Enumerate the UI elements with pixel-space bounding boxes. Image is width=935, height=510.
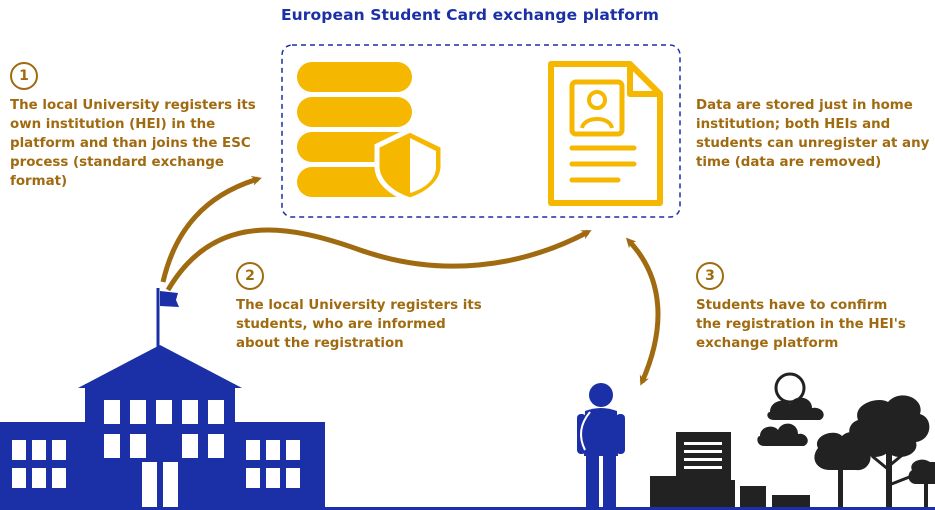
- step-2-number: 2: [236, 262, 264, 290]
- database-shield-icon: [297, 62, 446, 203]
- ground-line: [0, 507, 935, 510]
- step-3-text: Students have to confirm the registratio…: [696, 298, 906, 351]
- arrow-register-institution: [160, 175, 262, 283]
- document-profile-icon: [548, 61, 663, 206]
- city-landscape-icon: [650, 372, 935, 510]
- step-3-number: 3: [696, 262, 724, 290]
- arrow-register-students: [165, 227, 592, 292]
- step-1-text: The local University registers its own i…: [10, 98, 256, 189]
- platform-title: European Student Card exchange platform: [280, 6, 660, 24]
- step-2-text: The local University registers its stude…: [236, 298, 482, 351]
- arrow-confirm-registration: [625, 237, 661, 386]
- platform-box: [281, 44, 681, 218]
- step-1-number: 1: [10, 62, 38, 90]
- student-icon: [577, 383, 625, 510]
- university-building-icon: [0, 288, 325, 510]
- storage-note: Data are stored just in home institution…: [696, 98, 930, 170]
